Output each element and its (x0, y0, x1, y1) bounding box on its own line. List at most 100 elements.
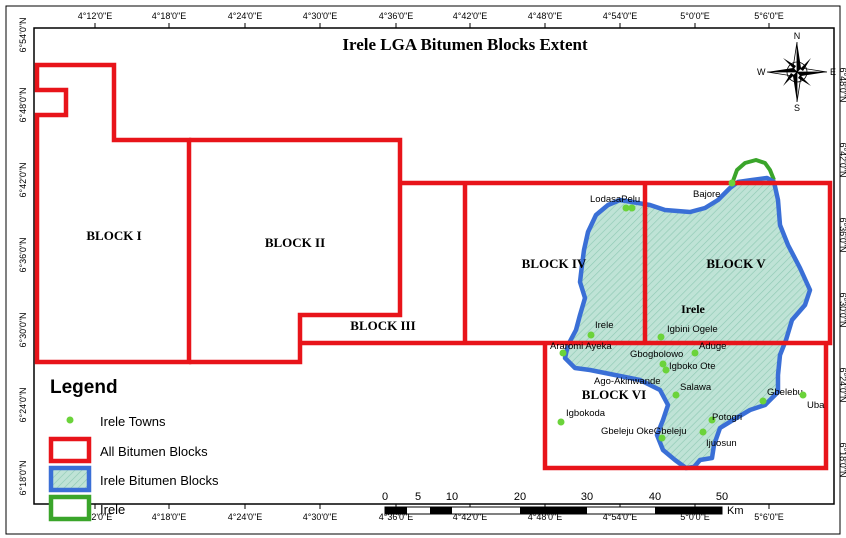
town-label: Potogri (712, 412, 742, 423)
bottom-tick-label: 5°6'0"E (754, 512, 784, 522)
irele-bitumen-area (562, 175, 813, 471)
left-tick-label: 6°18'0"N (18, 460, 28, 495)
legend-town-symbol (66, 416, 74, 424)
right-tick-labels: 6°48'0"N 6°42'0"N 6°36'0"N 6°30'0"N 6°24… (838, 67, 846, 477)
top-tick-label: 4°12'0"E (78, 11, 113, 21)
left-tick-labels: 6°54'0"N 6°48'0"N 6°42'0"N 6°36'0"N 6°30… (18, 17, 28, 495)
scale-label: 20 (514, 491, 526, 503)
block-ii-label: BLOCK II (265, 235, 325, 250)
town-lodasapelu: LodasaPelu (590, 194, 640, 212)
scale-label: 50 (716, 491, 728, 503)
block-v-label: BLOCK V (706, 256, 766, 271)
irele-area-label: Irele (681, 302, 705, 316)
bottom-tick-label: 4°18'0"E (152, 512, 187, 522)
top-tick-label: 4°18'0"E (152, 11, 187, 21)
top-tick-label: 4°24'0"E (228, 11, 263, 21)
legend-all-blocks-symbol (48, 436, 92, 464)
block-i-label: BLOCK I (86, 228, 141, 243)
top-tick-label: 4°30'0"E (303, 11, 338, 21)
scale-label: 0 (382, 491, 388, 503)
right-tick-label: 6°36'0"N (838, 217, 846, 252)
town-igboko-ote: Igboko Ote (662, 361, 715, 374)
town-irele: Irele (587, 320, 613, 339)
town-label: Aduge (699, 341, 726, 352)
town-ijuosun: Ijuosun (706, 438, 737, 449)
town-salawa: Ago-Akinwande Salawa (594, 376, 712, 399)
compass-north-label: N (794, 31, 801, 41)
top-tick-marks (94, 23, 770, 28)
block-iv-outline (400, 180, 833, 346)
towns: LodasaPelu Bajore Irele Igbini Ogele Ara… (550, 179, 825, 449)
town-label: Bajore (693, 189, 720, 200)
town-label: Ijuosun (706, 438, 737, 449)
left-tick-label: 6°24'0"N (18, 387, 28, 422)
town-label: Gbogbolowo (630, 349, 683, 360)
right-tick-label: 6°48'0"N (838, 67, 846, 102)
irele-boundary (731, 158, 776, 182)
legend-irele-symbol (48, 494, 92, 522)
bottom-tick-label: 5°0'0"E (680, 512, 710, 522)
legend-towns-label: Irele Towns (100, 414, 166, 429)
block-vi-label: BLOCK VI (582, 387, 646, 402)
town-igbini-ogele: Igbini Ogele (657, 324, 718, 341)
town-label: Uba (807, 400, 825, 411)
top-tick-label: 4°54'0"E (603, 11, 638, 21)
map-title: Irele LGA Bitumen Blocks Extent (342, 35, 588, 54)
scale-label: 5 (415, 491, 421, 503)
scale-label: 10 (446, 491, 458, 503)
legend-all-blocks-label: All Bitumen Blocks (100, 444, 208, 459)
town-label: Salawa (680, 382, 712, 393)
block-iii-label: BLOCK III (350, 318, 415, 333)
bottom-tick-labels: 4°12'0"E 4°18'0"E 4°24'0"E 4°30'0"E 4°36… (78, 512, 784, 522)
top-tick-label: 5°0'0"E (680, 11, 710, 21)
town-bajore: Bajore (693, 179, 736, 200)
top-tick-label: 4°36'0"E (379, 11, 414, 21)
town-igbokoda: Igbokoda (557, 408, 606, 426)
town-label: Igboko Ote (669, 361, 715, 372)
town-label: LodasaPelu (590, 194, 640, 205)
right-tick-label: 6°30'0"N (838, 292, 846, 327)
scale-bar: 0 5 10 20 30 40 50 Km (382, 491, 744, 517)
legend-irele-label: Irele (100, 502, 125, 517)
town-label: Araromi Ayeka (550, 341, 612, 352)
scale-unit: Km (727, 505, 744, 517)
town-label: Gbelebu (767, 387, 803, 398)
legend-irele-blocks-label: Irele Bitumen Blocks (100, 473, 219, 488)
town-label: Ago-Akinwande (594, 376, 661, 387)
top-tick-label: 5°6'0"E (754, 11, 784, 21)
scale-label: 40 (649, 491, 661, 503)
compass-west-label: W (757, 67, 766, 77)
legend-title: Legend (50, 377, 118, 398)
block-vi-outline (542, 343, 829, 471)
right-tick-label: 6°24'0"N (838, 367, 846, 402)
left-tick-label: 6°48'0"N (18, 87, 28, 122)
legend-irele-blocks-symbol (48, 465, 92, 493)
left-tick-label: 6°36'0"N (18, 237, 28, 272)
right-tick-label: 6°18'0"N (838, 442, 846, 477)
bitumen-blocks (34, 62, 833, 471)
town-gbogbolowo: Gbogbolowo (630, 349, 683, 368)
left-tick-label: 6°54'0"N (18, 17, 28, 52)
left-tick-label: 6°42'0"N (18, 162, 28, 197)
block-ii-outline (189, 137, 403, 365)
bottom-tick-label: 4°54'0"E (603, 512, 638, 522)
top-tick-label: 4°48'0"E (528, 11, 563, 21)
town-uba: Uba (799, 391, 825, 411)
town-potogri: Potogri (708, 412, 742, 424)
legend: Legend Irele Towns All Bitumen Blocks Ir… (48, 377, 219, 522)
town-label: Gbeleju OkeGbeleju (601, 426, 687, 437)
block-i-outline (34, 62, 192, 365)
compass-east-label: E (830, 67, 836, 77)
right-tick-label: 6°42'0"N (838, 142, 846, 177)
town-gbeleju-okegbeleju: Gbeleju OkeGbeleju (601, 426, 707, 442)
compass-south-label: S (794, 103, 800, 113)
scale-label: 30 (581, 491, 593, 503)
town-gbelebu: Gbelebu (759, 387, 803, 405)
bottom-tick-label: 4°30'0"E (303, 512, 338, 522)
town-araromi-ayeka: Araromi Ayeka (550, 341, 612, 357)
bottom-tick-label: 4°36'0"E (379, 512, 414, 522)
town-label: Irele (595, 320, 613, 331)
town-label: Igbokoda (566, 408, 606, 419)
top-tick-label: 4°42'0"E (453, 11, 488, 21)
